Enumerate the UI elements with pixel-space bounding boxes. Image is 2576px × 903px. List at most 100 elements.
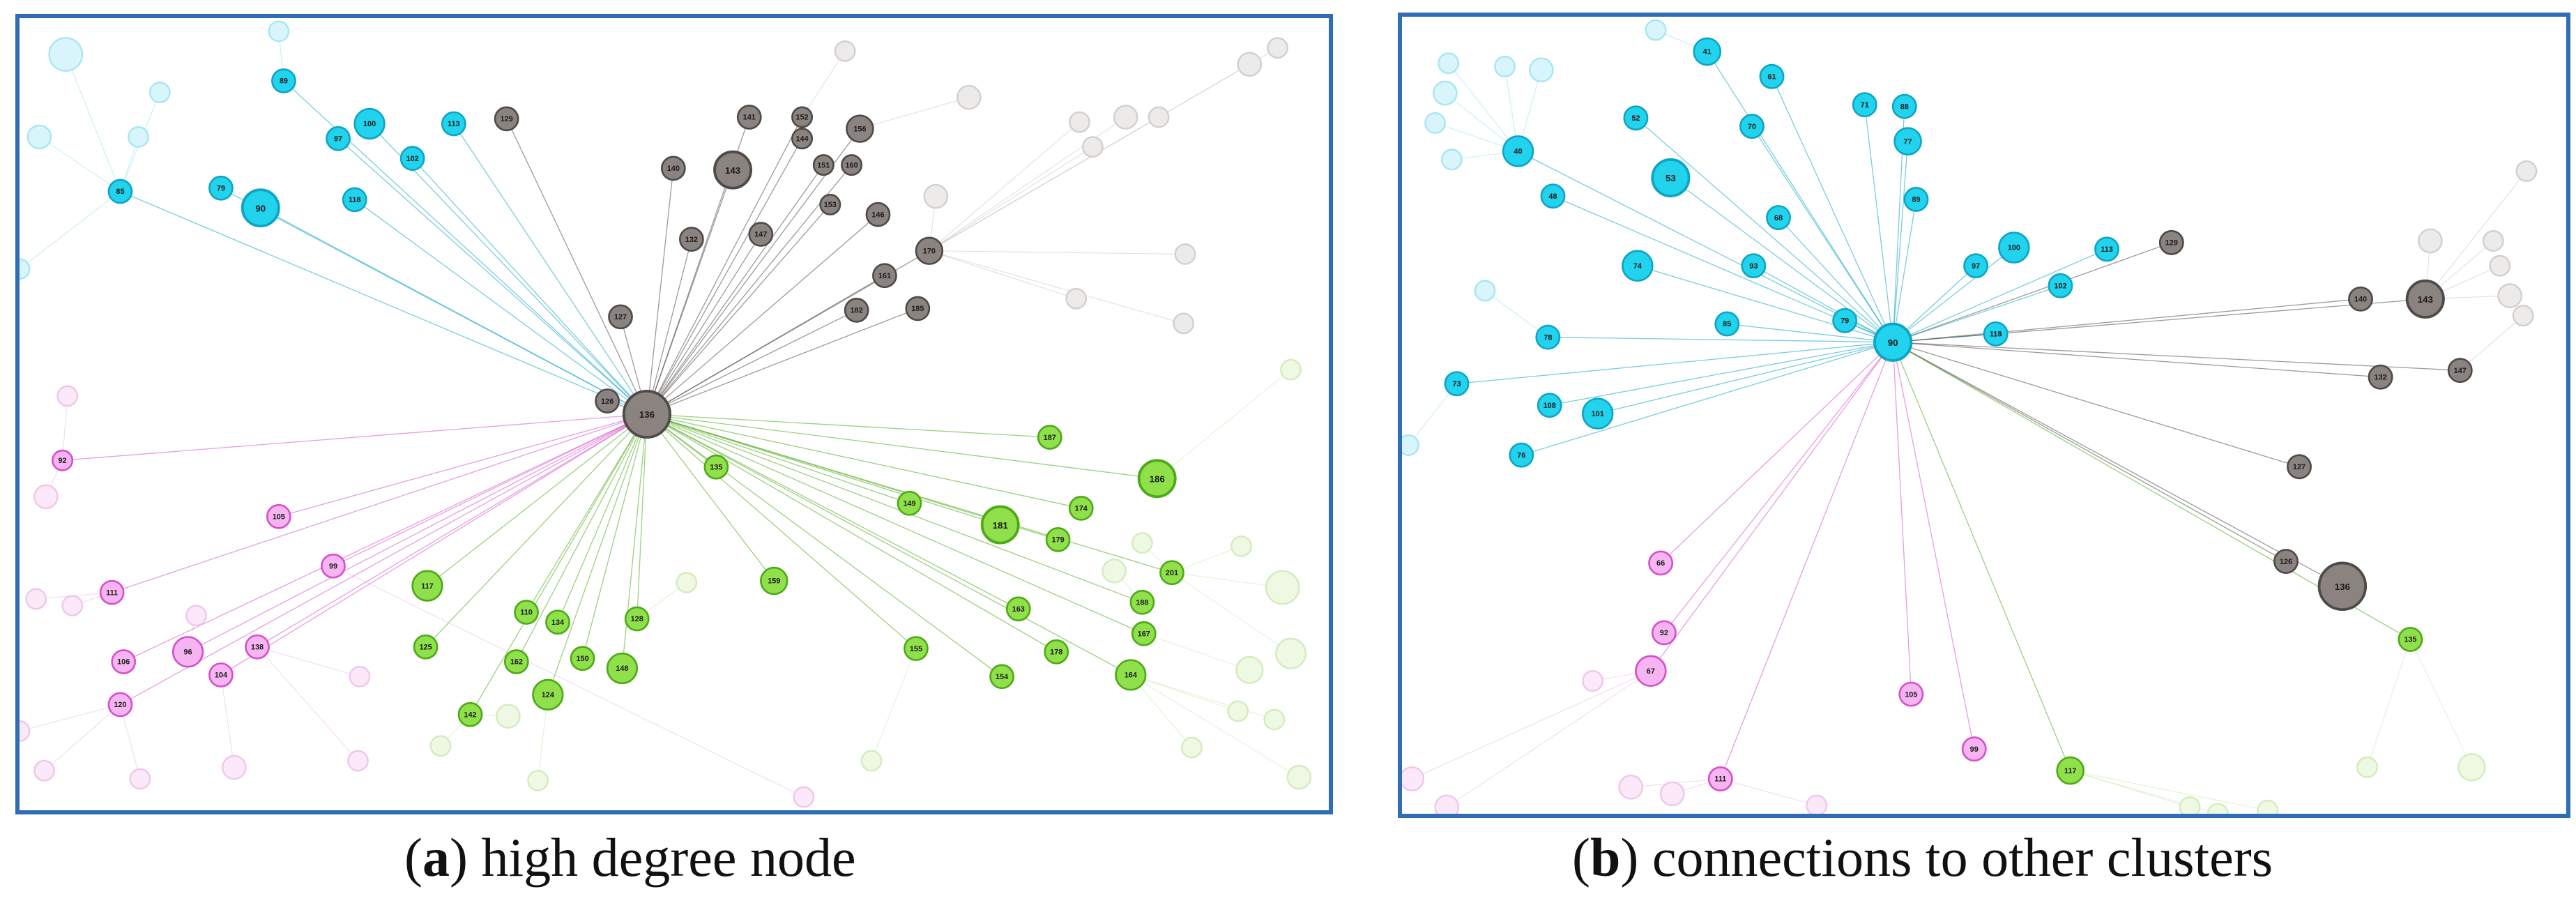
node-186[interactable]: 186 (1137, 459, 1177, 499)
node-129[interactable]: 129 (494, 106, 519, 132)
node-149[interactable]: 149 (897, 490, 922, 516)
node-182[interactable]: 182 (844, 298, 869, 323)
node-92[interactable]: 92 (52, 449, 74, 471)
node-129[interactable]: 129 (2158, 229, 2184, 255)
node-148[interactable]: 148 (606, 652, 639, 685)
node-124[interactable]: 124 (532, 678, 564, 711)
node-136[interactable]: 136 (622, 389, 671, 439)
node-102[interactable]: 102 (399, 146, 425, 172)
node-79[interactable]: 79 (208, 175, 234, 201)
node-88[interactable]: 88 (1891, 93, 1917, 119)
node-85[interactable]: 85 (107, 179, 133, 204)
node-185[interactable]: 185 (905, 296, 931, 321)
node-152[interactable]: 152 (791, 106, 814, 128)
node-90[interactable]: 90 (241, 188, 280, 228)
node-162[interactable]: 162 (503, 649, 529, 674)
node-113[interactable]: 113 (2094, 236, 2120, 262)
node-97[interactable]: 97 (1963, 253, 1989, 279)
node-142[interactable]: 142 (457, 701, 483, 727)
node-108[interactable]: 108 (1537, 393, 1562, 418)
node-164[interactable]: 164 (1115, 659, 1147, 691)
node-128[interactable]: 128 (624, 606, 650, 632)
node-53[interactable]: 53 (1651, 158, 1691, 198)
node-138[interactable]: 138 (245, 634, 270, 660)
node-40[interactable]: 40 (1502, 135, 1534, 167)
node-100[interactable]: 100 (1998, 232, 2030, 264)
node-187[interactable]: 187 (1037, 425, 1062, 450)
node-132[interactable]: 132 (678, 227, 704, 252)
node-118[interactable]: 118 (342, 187, 367, 213)
node-97[interactable]: 97 (326, 126, 351, 151)
node-146[interactable]: 146 (865, 202, 891, 227)
node-150[interactable]: 150 (570, 646, 595, 671)
node-118[interactable]: 118 (1983, 321, 2009, 347)
node-127[interactable]: 127 (2287, 454, 2312, 480)
node-92[interactable]: 92 (1651, 620, 1677, 646)
node-127[interactable]: 127 (608, 304, 633, 330)
node-111[interactable]: 111 (99, 579, 125, 605)
node-143[interactable]: 143 (713, 150, 753, 190)
node-89[interactable]: 89 (1903, 186, 1929, 212)
node-105[interactable]: 105 (1898, 681, 1924, 707)
node-126[interactable]: 126 (595, 388, 620, 413)
node-111[interactable]: 111 (1707, 766, 1733, 791)
node-181[interactable]: 181 (980, 505, 1020, 545)
node-73[interactable]: 73 (1444, 371, 1470, 397)
node-147[interactable]: 147 (748, 222, 774, 247)
node-85[interactable]: 85 (1714, 311, 1740, 337)
node-77[interactable]: 77 (1893, 127, 1922, 155)
node-100[interactable]: 100 (353, 107, 386, 140)
node-126[interactable]: 126 (2273, 549, 2299, 575)
node-71[interactable]: 71 (1852, 92, 1877, 118)
node-188[interactable]: 188 (1129, 589, 1155, 615)
node-120[interactable]: 120 (107, 692, 133, 718)
node-125[interactable]: 125 (413, 634, 439, 660)
node-163[interactable]: 163 (1005, 596, 1031, 622)
node-178[interactable]: 178 (1044, 639, 1069, 665)
node-144[interactable]: 144 (791, 128, 814, 150)
node-159[interactable]: 159 (760, 566, 788, 595)
node-174[interactable]: 174 (1068, 496, 1094, 521)
node-41[interactable]: 41 (1693, 37, 1722, 66)
node-140[interactable]: 140 (2348, 286, 2373, 312)
node-135[interactable]: 135 (703, 454, 729, 480)
node-89[interactable]: 89 (271, 68, 296, 93)
node-70[interactable]: 70 (1739, 114, 1765, 139)
node-160[interactable]: 160 (841, 154, 863, 176)
node-52[interactable]: 52 (1623, 105, 1649, 131)
node-101[interactable]: 101 (1581, 397, 1614, 430)
node-76[interactable]: 76 (1509, 442, 1534, 468)
node-99[interactable]: 99 (1961, 736, 1987, 762)
node-79[interactable]: 79 (1832, 308, 1858, 333)
node-110[interactable]: 110 (514, 600, 539, 625)
node-147[interactable]: 147 (2447, 358, 2473, 384)
node-48[interactable]: 48 (1540, 183, 1566, 209)
node-106[interactable]: 106 (111, 649, 137, 674)
node-135[interactable]: 135 (2398, 626, 2423, 652)
node-99[interactable]: 99 (321, 553, 346, 579)
node-105[interactable]: 105 (266, 503, 291, 529)
node-78[interactable]: 78 (1535, 324, 1561, 350)
node-153[interactable]: 153 (819, 193, 841, 215)
node-68[interactable]: 68 (1766, 205, 1791, 231)
node-141[interactable]: 141 (736, 105, 762, 130)
node-143[interactable]: 143 (2405, 279, 2445, 319)
node-117[interactable]: 117 (411, 570, 443, 602)
node-132[interactable]: 132 (2368, 364, 2393, 390)
node-113[interactable]: 113 (441, 111, 466, 137)
node-155[interactable]: 155 (904, 636, 929, 661)
node-156[interactable]: 156 (846, 114, 874, 143)
node-170[interactable]: 170 (915, 236, 944, 265)
node-66[interactable]: 66 (1648, 550, 1674, 576)
node-136[interactable]: 136 (2317, 561, 2368, 612)
node-104[interactable]: 104 (208, 662, 234, 688)
node-117[interactable]: 117 (2056, 756, 2085, 785)
node-140[interactable]: 140 (660, 155, 686, 181)
node-151[interactable]: 151 (812, 154, 834, 176)
node-90[interactable]: 90 (1873, 322, 1913, 362)
node-201[interactable]: 201 (1159, 560, 1184, 586)
node-167[interactable]: 167 (1131, 621, 1157, 646)
node-161[interactable]: 161 (872, 263, 897, 289)
node-179[interactable]: 179 (1045, 526, 1071, 552)
node-93[interactable]: 93 (1741, 253, 1767, 279)
